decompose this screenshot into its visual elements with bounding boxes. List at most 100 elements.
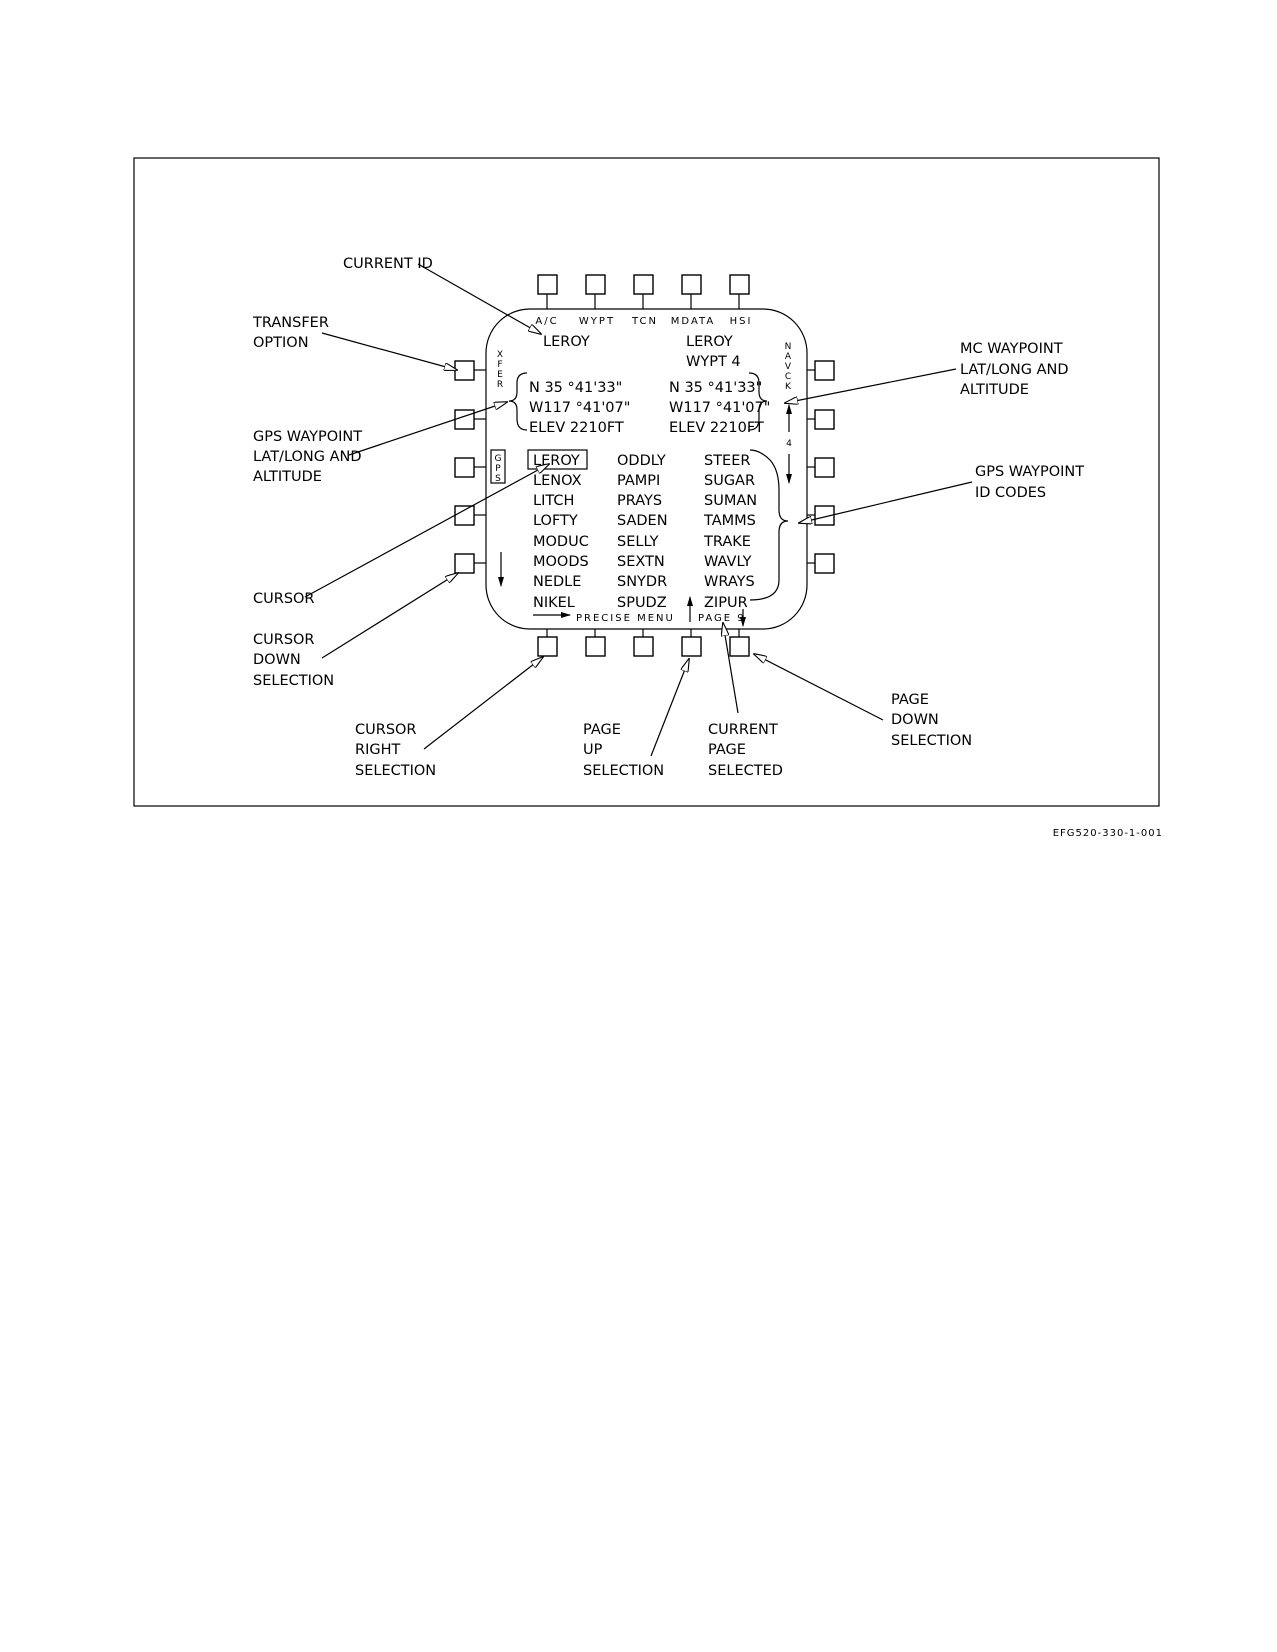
waypoint-id[interactable]: LOFTY — [533, 513, 578, 529]
pushbutton-bottom-5[interactable] — [729, 636, 750, 657]
waypoint-id[interactable]: SPUDZ — [617, 595, 667, 611]
top-pushbuttons[interactable] — [537, 274, 750, 309]
bottom-pushbuttons[interactable] — [537, 629, 750, 657]
leader-current-page — [723, 623, 739, 714]
pushbutton-top-4[interactable] — [681, 274, 702, 295]
leader-cursor-down — [321, 573, 458, 659]
waypoint-id[interactable]: ZIPUR — [704, 595, 748, 611]
callout-gps-waypoint-line3: ALTITUDE — [253, 469, 322, 485]
pushbutton-top-2[interactable] — [585, 274, 606, 295]
leader-cursor-right — [423, 657, 543, 750]
pushbutton-left-1[interactable] — [454, 360, 475, 381]
xfer-letter: F — [497, 360, 502, 370]
waypoint-id[interactable]: WAVLY — [704, 554, 752, 570]
callout-cursor: CURSOR — [253, 591, 315, 607]
waypoint-id[interactable]: MODUC — [533, 534, 589, 550]
callout-current-page-line2: PAGE — [708, 742, 746, 758]
pushbutton-top-5[interactable] — [729, 274, 750, 295]
pushbutton-left-4[interactable] — [454, 505, 475, 526]
callout-cursor-down-line1: CURSOR — [253, 632, 315, 648]
callout-transfer-line1: TRANSFER — [252, 315, 329, 331]
waypoint-id[interactable]: SADEN — [617, 513, 668, 529]
current-page-label: PAGE 9 — [698, 613, 746, 624]
waypoint-column-3: STEER SUGAR SUMAN TAMMS TRAKE WAVLY WRAY… — [703, 453, 757, 611]
waypoint-id[interactable]: NEDLE — [533, 574, 581, 590]
waypoint-column-2: ODDLY PAMPI PRAYS SADEN SELLY SEXTN SNYD… — [617, 453, 668, 611]
pushbutton-left-2[interactable] — [454, 409, 475, 430]
waypoint-id[interactable]: SUMAN — [704, 493, 757, 509]
pushbutton-left-3[interactable] — [454, 457, 475, 478]
waypoint-id[interactable]: SEXTN — [617, 554, 665, 570]
mc-longitude: W117 °41'07" — [669, 400, 770, 416]
callout-page-down-line2: DOWN — [891, 712, 939, 728]
pushbutton-right-2[interactable] — [814, 409, 835, 430]
mc-waypoint-id: LEROY — [686, 334, 733, 350]
waypoint-id[interactable]: PAMPI — [617, 473, 660, 489]
pushbutton-left-5[interactable] — [454, 553, 475, 574]
waypoint-id[interactable]: LEROY — [533, 453, 580, 469]
callout-cursor-down-line3: SELECTION — [253, 673, 334, 689]
waypoint-id[interactable]: SNYDR — [617, 574, 667, 590]
navck-letter: A — [785, 352, 792, 362]
mc-data-brace — [748, 372, 768, 431]
callout-cursor-down-line2: DOWN — [253, 652, 301, 668]
waypoint-id[interactable]: MOODS — [533, 554, 589, 570]
callout-transfer-line2: OPTION — [253, 335, 309, 351]
navck-letter: V — [785, 362, 792, 372]
pushbutton-bottom-4[interactable] — [681, 636, 702, 657]
leader-page-down — [754, 654, 884, 721]
gps-data-brace — [508, 372, 528, 431]
pushbutton-top-1[interactable] — [537, 274, 558, 295]
option-label-wypt: WYPT — [579, 316, 615, 327]
waypoint-id[interactable]: STEER — [704, 453, 750, 469]
navck-letter: N — [785, 342, 792, 352]
pushbutton-right-3[interactable] — [814, 457, 835, 478]
waypoint-id[interactable]: SELLY — [617, 534, 659, 550]
pushbutton-right-5[interactable] — [814, 553, 835, 574]
waypoint-id[interactable]: ODDLY — [617, 453, 666, 469]
gps-letter: P — [495, 464, 501, 474]
callout-mc-waypoint-line1: MC WAYPOINT — [960, 341, 1063, 357]
leader-page-up — [650, 659, 689, 757]
cursor-box[interactable] — [527, 449, 588, 470]
gps-mode-label: G P S — [495, 454, 502, 484]
pushbutton-bottom-1[interactable] — [537, 636, 558, 657]
pushbutton-bottom-3[interactable] — [633, 636, 654, 657]
waypoint-id[interactable]: LITCH — [533, 493, 574, 509]
current-id: LEROY — [543, 334, 590, 350]
waypoint-id[interactable]: TRAKE — [703, 534, 751, 550]
id-codes-brace — [749, 449, 789, 601]
callout-mc-waypoint-line2: LAT/LONG AND — [960, 362, 1069, 378]
gps-latitude: N 35 °41'33" — [529, 380, 622, 396]
gps-longitude: W117 °41'07" — [529, 400, 630, 416]
gps-letter: G — [495, 454, 502, 464]
navck-letter: C — [785, 372, 791, 382]
waypoint-id[interactable]: TAMMS — [703, 513, 756, 529]
pushbutton-bottom-2[interactable] — [585, 636, 606, 657]
callout-current-page-line3: SELECTED — [708, 763, 783, 779]
leader-transfer — [321, 332, 457, 370]
xfer-letter: X — [497, 350, 503, 360]
waypoint-id[interactable]: WRAYS — [704, 574, 755, 590]
callout-page-up-line3: SELECTION — [583, 763, 664, 779]
waypoint-column-1: LEROY LENOX LITCH LOFTY MODUC MOODS NEDL… — [533, 453, 589, 611]
pushbutton-right-1[interactable] — [814, 360, 835, 381]
pushbutton-top-3[interactable] — [633, 274, 654, 295]
gps-mode-box — [490, 449, 506, 484]
leader-gps-id-codes — [799, 481, 973, 523]
waypoint-id[interactable]: NIKEL — [533, 595, 575, 611]
xfer-letter: R — [497, 380, 503, 390]
callout-gps-waypoint-line1: GPS WAYPOINT — [253, 429, 362, 445]
waypoint-id[interactable]: LENOX — [533, 473, 582, 489]
option-label-tcn: TCN — [631, 316, 658, 327]
option-label-ac: A/C — [535, 316, 558, 327]
right-pushbuttons[interactable] — [807, 360, 835, 574]
left-pushbuttons[interactable] — [454, 360, 486, 574]
navck-option-label: N A V C K — [785, 342, 792, 392]
waypoint-id[interactable]: PRAYS — [617, 493, 662, 509]
gps-letter: S — [495, 474, 501, 484]
option-label-mdata: MDATA — [671, 316, 715, 327]
waypoint-id[interactable]: SUGAR — [704, 473, 755, 489]
option-label-hsi: HSI — [730, 316, 753, 327]
